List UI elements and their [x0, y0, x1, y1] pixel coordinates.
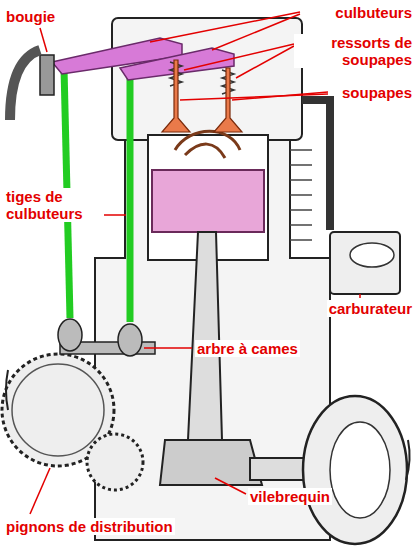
valve — [162, 60, 190, 132]
part-label: ressorts de soupapes — [294, 34, 414, 68]
piston — [152, 170, 264, 232]
fin — [290, 149, 312, 151]
flywheel — [303, 396, 407, 544]
leader-line — [144, 347, 192, 349]
part-label: tiges de culbuteurs — [4, 188, 104, 222]
fin — [290, 239, 312, 241]
ignition-lead — [10, 50, 40, 120]
spark-plug — [40, 55, 54, 95]
float-chamber — [350, 243, 394, 267]
fin — [290, 209, 312, 211]
leader-line — [150, 12, 300, 42]
combustion-swirl — [175, 131, 240, 158]
cam-lobe — [58, 319, 82, 351]
leader-line — [236, 46, 294, 78]
cam-lobe — [118, 324, 142, 356]
rotation-arrow — [406, 440, 410, 480]
part-label: pignons de distribution — [4, 518, 175, 535]
leader-line — [359, 294, 361, 298]
connecting-rod — [188, 232, 222, 440]
fin — [290, 164, 312, 166]
fin — [290, 179, 312, 181]
leader-line — [180, 94, 328, 100]
part-label: vilebrequin — [248, 488, 332, 505]
fin — [290, 224, 312, 226]
crank — [160, 440, 262, 485]
cylinder-head — [112, 18, 302, 140]
leader-line — [184, 44, 294, 70]
intake-pipe — [302, 100, 330, 230]
part-label: culbuteurs — [333, 4, 414, 21]
crank-gear — [87, 434, 143, 490]
leader-line — [215, 478, 246, 494]
part-label: soupapes — [340, 84, 414, 101]
leader-line — [212, 14, 300, 50]
pushrod — [127, 72, 134, 322]
leader-line — [40, 28, 47, 52]
fin — [290, 194, 312, 196]
flywheel-hub — [330, 422, 390, 518]
part-label: arbre à cames — [195, 340, 300, 357]
rotation-arrow — [6, 370, 8, 410]
part-label: bougie — [4, 8, 57, 25]
cooling-fins — [290, 150, 312, 240]
leader-line — [103, 214, 126, 216]
carburetor-body — [330, 232, 400, 294]
timing-gear-rim — [12, 364, 104, 456]
leader-lines — [30, 12, 360, 514]
part-label: carburateur — [327, 300, 414, 317]
leader-line — [30, 468, 50, 514]
